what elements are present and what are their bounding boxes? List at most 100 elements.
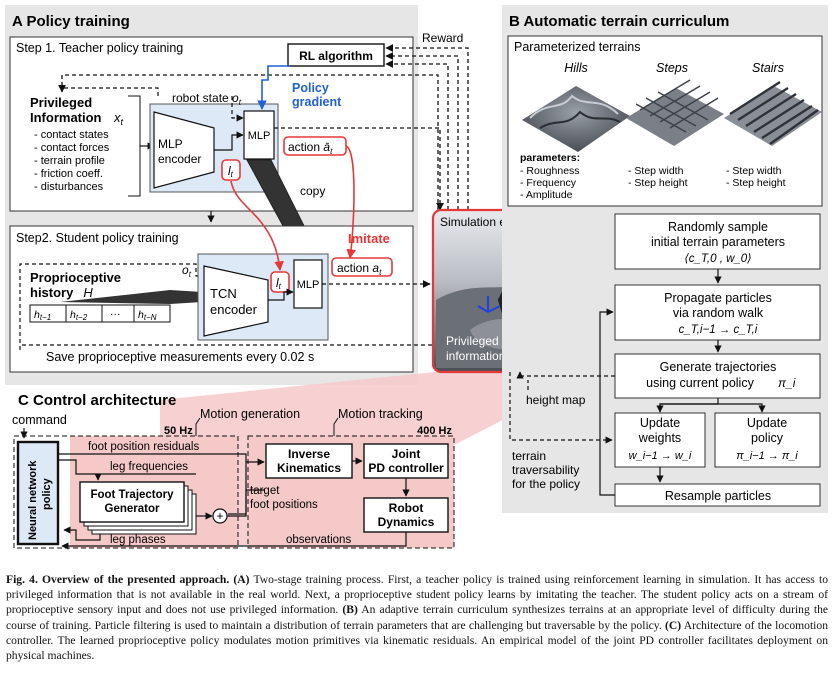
propagate-1: Propagate particles [664,291,772,305]
caption-b-label: (B) [342,603,358,617]
steps-terrain-image [626,79,724,146]
step2-title: Step2. Student policy training [16,231,179,245]
privileged-item: - contact states [34,129,109,141]
pd-label-1: Joint [392,447,421,461]
history-cell-label: ht−N [138,309,157,322]
leg-freq-line [58,459,196,475]
imitate-action-arrow [345,145,356,259]
privileged-items: - contact states - contact forces - terr… [34,129,110,193]
ftg-label-2: Generator [105,503,160,515]
propagate-2: via random walk [673,306,764,320]
policy-gradient-label-2: gradient [292,95,342,109]
caption-c-text: Architecture of the locomotion controlle… [6,618,828,663]
hz50-label: 50 Hz [164,425,193,437]
overview-figure: A Policy training Step 1. Teacher policy… [5,5,828,550]
save-measurements-label: Save proprioceptive measurements every 0… [46,350,314,364]
height-map-label: height map [526,393,586,407]
student-observation-label: ot [182,263,192,279]
reward-line-2 [385,52,459,210]
encoder-to-mlp [214,131,244,151]
panel-b-title: B Automatic terrain curriculum [509,13,729,30]
privileged-var: xt [113,110,124,127]
ik-label-1: Inverse [288,447,330,461]
traversability-label-1: terrain [512,449,546,463]
mlp-encoder-label-2: encoder [158,152,201,166]
student-mlp-label: MLP [297,279,320,291]
generate-2: using current policy [646,376,754,390]
command-label: command [12,413,67,427]
reward-label: Reward [422,31,463,45]
foot-residuals-label: foot position residuals [88,441,199,453]
sim-axes [477,296,501,313]
terrain-name-stairs: Stairs [752,61,784,75]
student-action-box [331,257,393,277]
teacher-latent-box [221,159,241,181]
tcn-encoder-label-2: encoder [210,302,258,317]
leg-freq-label: leg frequencies [110,461,188,473]
privileged-item: - terrain profile [34,155,105,167]
caption-fig-label: Fig. 4. Overview of the presented approa… [6,573,230,586]
student-action-label: action at [337,261,382,277]
teacher-mlp-label: MLP [248,130,271,142]
propagate-3: c_T,i−1 → c_T,i [679,324,758,336]
resample-label: Resample particles [665,489,771,503]
hills-param: - Amplitude [520,189,573,201]
propagate-box [614,284,821,341]
update-policy-1: Update [747,416,787,430]
steps-param: - Step width [628,165,684,177]
generate-1: Generate trajectories [660,360,777,374]
tcn-encoder-label-1: TCN [210,286,237,301]
params-heading: parameters: [520,152,580,164]
tcn-encoder-shape [203,265,269,337]
hills-param: - Frequency [520,177,577,189]
motion-tracking-label: Motion tracking [338,407,423,421]
panel-c-title: C Control architecture [18,392,176,409]
tcn-to-mlp [268,288,294,301]
dynamics-box [363,497,449,533]
motion-tracking-tick [333,417,339,436]
nn-policy-label-2: policy [41,477,53,510]
ik-box [265,443,353,479]
sample-params-2: initial terrain parameters [651,235,785,249]
panel-a-title: A Policy training [12,13,130,30]
mlp-encoder-label-1: MLP [158,137,183,151]
traversability-line [509,372,613,444]
ftg-label-1: Foot Trajectory [90,489,174,501]
privileged-title-2: Information [30,110,102,125]
sum-label: + [216,509,223,523]
update-policy-3: π_i−1 → π_i [736,450,798,462]
teacher-latent-label: lt [228,164,234,179]
leg-phases-line [63,526,101,541]
dynamics-label-1: Robot [389,501,424,515]
hills-param: - Roughness [520,165,580,177]
policy-gradient-label-1: Policy [292,81,329,95]
update-policy-2: policy [751,431,784,445]
traversability-label-2: traversability [512,463,579,477]
pd-box [363,443,449,479]
rl-algorithm-label: RL algorithm [299,49,373,63]
motion-tracking-frame [247,435,455,549]
privileged-title-1: Privileged [30,95,92,110]
steps-param: - Step height [628,177,688,189]
traversability-label-3: for the policy [512,477,580,491]
ik-label-2: Kinematics [277,461,341,475]
student-mlp-box [293,259,323,309]
update-weights-1: Update [640,416,680,430]
target-label-2: foot positions [250,499,318,511]
robot-state-label: robot state ot [172,91,242,107]
imitate-latent-arrow [230,180,284,271]
priv-terrain-label-2: information [446,349,505,363]
sample-params-3: ⟨c_T,0 , w_0⟩ [684,253,751,265]
update-weights-2: weights [638,431,681,445]
stairs-param: - Step height [726,177,786,189]
imitate-label: Imitate [348,231,390,246]
pd-label-2: PD controller [368,461,444,475]
privileged-item: - disturbances [34,181,104,193]
caption-a-label: (A) [233,573,250,586]
generate-3: π_i [778,376,796,390]
teacher-action-label: action āt [288,140,333,156]
stairs-terrain-image [724,80,822,146]
history-cell [133,304,171,323]
target-label-1: target [250,485,280,497]
